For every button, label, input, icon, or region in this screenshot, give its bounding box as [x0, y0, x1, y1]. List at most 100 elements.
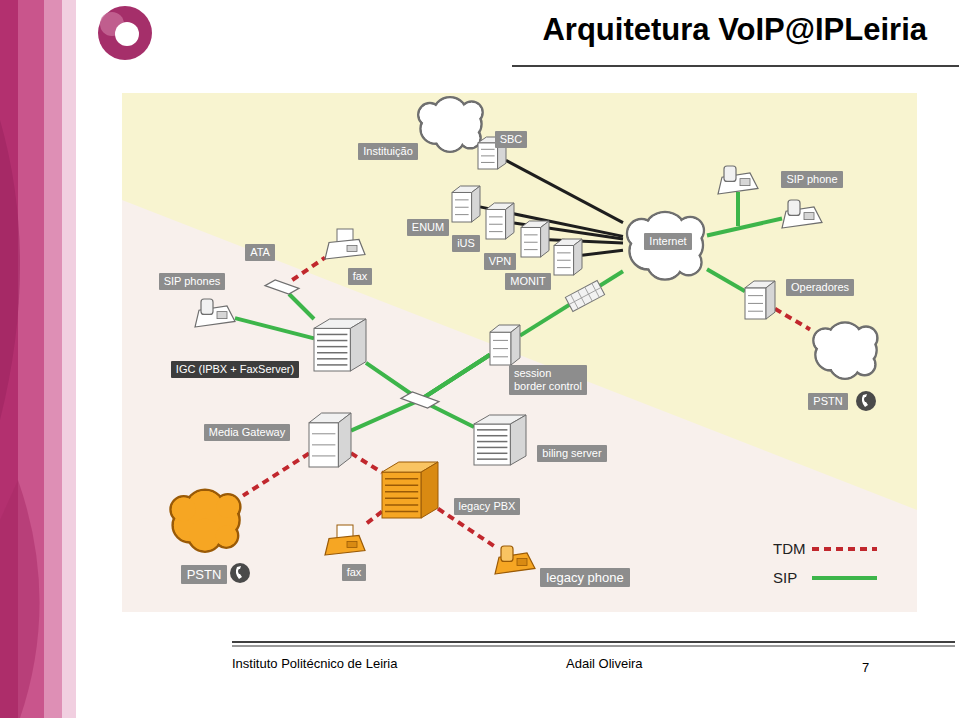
device-icon [325, 229, 365, 259]
device-node: PSTN [810, 320, 880, 380]
legend-sample [812, 547, 877, 551]
device-label: SIP phones [159, 273, 226, 290]
device-icon [325, 525, 365, 555]
device-node: SIP phone [782, 200, 822, 228]
device-icon [314, 319, 366, 371]
side-band-shape [0, 120, 20, 420]
device-node: session border control [490, 325, 520, 365]
device-node: ATA [265, 280, 299, 294]
device-node: SIP phones [195, 299, 235, 327]
device-icon [265, 280, 299, 294]
device-icon [490, 325, 520, 365]
device-label: session border control [509, 365, 587, 395]
page-number: 7 [862, 660, 869, 675]
device-label: biling server [537, 445, 606, 462]
device-node: fax [325, 525, 365, 555]
device-node: MONIT [554, 239, 582, 275]
logo [98, 6, 152, 60]
device-label: Operadores [786, 279, 854, 296]
device-node: ENUM [452, 186, 480, 222]
device-label: ENUM [407, 219, 449, 236]
device-label: MONIT [505, 273, 550, 290]
device-node: Operadores [745, 281, 775, 319]
device-node: iUS [486, 203, 514, 239]
footer-rule [232, 641, 955, 643]
device-icon [745, 281, 775, 319]
device-node: fax [325, 229, 365, 259]
device-node: Media Gateway [309, 413, 351, 467]
title-rule [512, 65, 959, 67]
device-label: PSTN [808, 393, 847, 410]
sip-phone-icon [718, 166, 758, 194]
phone-drop [736, 192, 740, 226]
lan-link [506, 160, 623, 222]
lan-link [582, 250, 623, 255]
device-node: biling server [474, 415, 526, 465]
device-label: SBC [495, 131, 528, 148]
device-label: Media Gateway [204, 424, 290, 441]
device-node: Internet [623, 209, 707, 281]
device-icon [486, 203, 514, 239]
internet-zone [122, 93, 917, 510]
device-icon [418, 97, 482, 152]
device-icon [171, 490, 241, 552]
device-node: SBC [478, 137, 506, 169]
slide-title: Arquitetura VoIP@IPLeiria [542, 12, 927, 48]
device-icon [474, 415, 526, 465]
phone-symbol [230, 563, 250, 583]
device-label: legacy phone [540, 568, 629, 587]
side-band [62, 0, 76, 718]
tdm-link [292, 258, 325, 280]
tdm-link [365, 512, 383, 525]
device-icon [521, 221, 549, 257]
logo [115, 22, 139, 46]
switch-icon [401, 392, 439, 408]
device-icon [813, 322, 877, 378]
device-node: legacy PBX [382, 462, 438, 518]
tdm-link [775, 309, 810, 330]
device-icon [554, 239, 582, 275]
sip-link [707, 219, 782, 236]
device-node: Instituição [414, 95, 486, 153]
device-node: PSTN [167, 487, 243, 553]
device-node: IGC (IPBX + FaxServer) [314, 319, 366, 371]
legend-label: TDM [773, 540, 806, 557]
device-label: fax [348, 268, 373, 285]
tdm-link [243, 453, 309, 495]
device-icon [195, 299, 235, 327]
device-label: SIP phone [781, 171, 842, 188]
sip-link [707, 269, 745, 291]
footer-rule [232, 646, 955, 647]
device-label: Instituição [358, 143, 418, 160]
side-band-shape [0, 480, 40, 718]
device-label: iUS [452, 235, 480, 252]
firewall-icon [565, 280, 604, 311]
tdm-link [351, 453, 382, 472]
phone-symbol [856, 391, 876, 411]
footer-text: Adail Oliveira [566, 656, 643, 671]
device-label: IGC (IPBX + FaxServer) [171, 361, 299, 378]
sip-link [351, 355, 490, 431]
device-icon [495, 546, 535, 574]
device-label: ATA [245, 244, 275, 261]
device-icon [382, 462, 438, 518]
sip-link [420, 355, 490, 427]
device-icon [309, 413, 351, 467]
device-icon [627, 212, 704, 280]
diagram-ground [122, 93, 917, 612]
device-label: fax [342, 564, 367, 581]
device-label: VPN [484, 253, 517, 270]
legend-label: SIP [773, 569, 797, 586]
device-label: PSTN [181, 565, 228, 584]
legend-sample [812, 576, 877, 580]
device-icon [452, 186, 480, 222]
device-label: legacy PBX [454, 498, 521, 515]
sip-link [235, 318, 314, 338]
device-node: VPN [521, 221, 549, 257]
device-icon [782, 200, 822, 228]
side-band [44, 0, 62, 718]
device-node: legacy phone [495, 546, 535, 574]
footer-text: Instituto Politécnico de Leiria [232, 656, 397, 671]
